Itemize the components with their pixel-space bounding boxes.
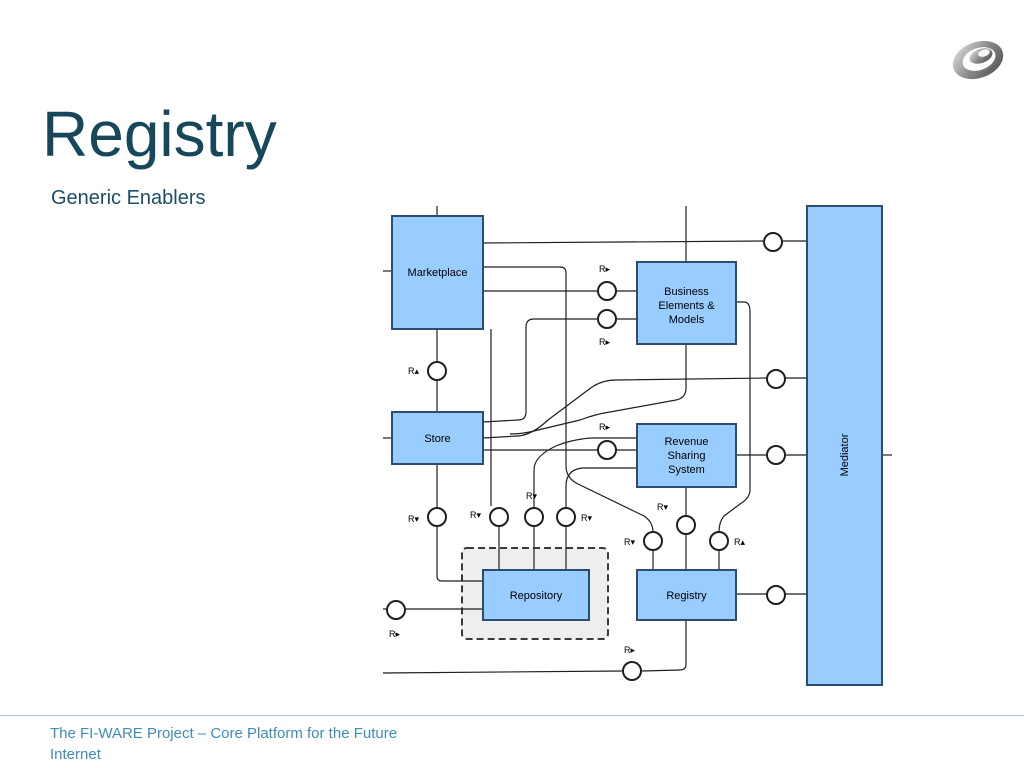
port-repository-external bbox=[386, 600, 406, 620]
r-label-repository-left: R▾ bbox=[470, 510, 481, 520]
port-mediator-store bbox=[766, 369, 786, 389]
interface-labels: R▸ R▸ R▴ R▸ R▾ R▾ R▾ R▾ R▾ R▾ R▴ R▸ R▸ bbox=[389, 264, 745, 655]
port-revenue-sharing bbox=[597, 440, 617, 460]
r-label-business-2: R▸ bbox=[599, 337, 610, 347]
port-business-elements-1 bbox=[597, 281, 617, 301]
interface-ports bbox=[386, 232, 786, 681]
footer-text: The FI-WARE Project – Core Platform for … bbox=[50, 725, 398, 763]
port-mediator-top bbox=[763, 232, 783, 252]
revenue-sharing-label-line-1: Revenue bbox=[664, 436, 708, 448]
revenue-sharing-box bbox=[636, 423, 737, 488]
repository-box bbox=[482, 569, 590, 621]
r-label-registry-left: R▾ bbox=[624, 537, 635, 547]
slide-subtitle: Generic Enablers bbox=[51, 187, 206, 209]
connection-wires bbox=[382, 206, 892, 674]
marketplace-label: Marketplace bbox=[408, 267, 468, 279]
port-registry-center bbox=[676, 515, 696, 535]
business-elements-label-line-2: Elements & bbox=[658, 300, 715, 312]
port-mediator-revenue bbox=[766, 445, 786, 465]
port-registry-bottom bbox=[622, 661, 642, 681]
repository-label: Repository bbox=[510, 590, 563, 602]
port-registry-left bbox=[643, 531, 663, 551]
r-label-repository-mid: R▾ bbox=[526, 491, 537, 501]
r-label-registry-center: R▾ bbox=[657, 502, 668, 512]
port-repository-3 bbox=[556, 507, 576, 527]
slide-title: Registry bbox=[42, 98, 277, 170]
store-label: Store bbox=[424, 433, 450, 445]
port-business-elements-2 bbox=[597, 309, 617, 329]
r-label-store-repository: R▾ bbox=[408, 514, 419, 524]
mediator-label: Mediator bbox=[839, 433, 851, 476]
r-label-repository-external: R▸ bbox=[389, 629, 400, 639]
r-label-revenue: R▸ bbox=[599, 422, 610, 432]
port-mediator-registry bbox=[766, 585, 786, 605]
port-store-repository bbox=[427, 507, 447, 527]
r-label-registry-bottom: R▸ bbox=[624, 645, 635, 655]
registry-label: Registry bbox=[666, 590, 707, 602]
registry-box bbox=[636, 569, 737, 621]
marketplace-box bbox=[391, 215, 484, 330]
business-elements-label-line-3: Models bbox=[669, 314, 705, 326]
store-box bbox=[391, 411, 484, 465]
business-elements-box bbox=[636, 261, 737, 345]
port-repository-1 bbox=[489, 507, 509, 527]
footer-divider bbox=[0, 715, 1024, 716]
business-elements-label-line-1: Business bbox=[664, 286, 709, 298]
port-registry-right bbox=[709, 531, 729, 551]
port-repository-2 bbox=[524, 507, 544, 527]
fiware-swirl-logo-icon bbox=[952, 40, 1004, 80]
mediator-box bbox=[806, 205, 883, 686]
r-label-repository-right: R▾ bbox=[581, 513, 592, 523]
r-label-marketplace-store: R▴ bbox=[408, 366, 419, 376]
revenue-sharing-label-line-2: Sharing bbox=[668, 450, 706, 462]
r-label-business-1: R▸ bbox=[599, 264, 610, 274]
r-label-registry-right: R▴ bbox=[734, 537, 745, 547]
revenue-sharing-label-line-3: System bbox=[668, 464, 705, 476]
port-marketplace-store bbox=[427, 361, 447, 381]
